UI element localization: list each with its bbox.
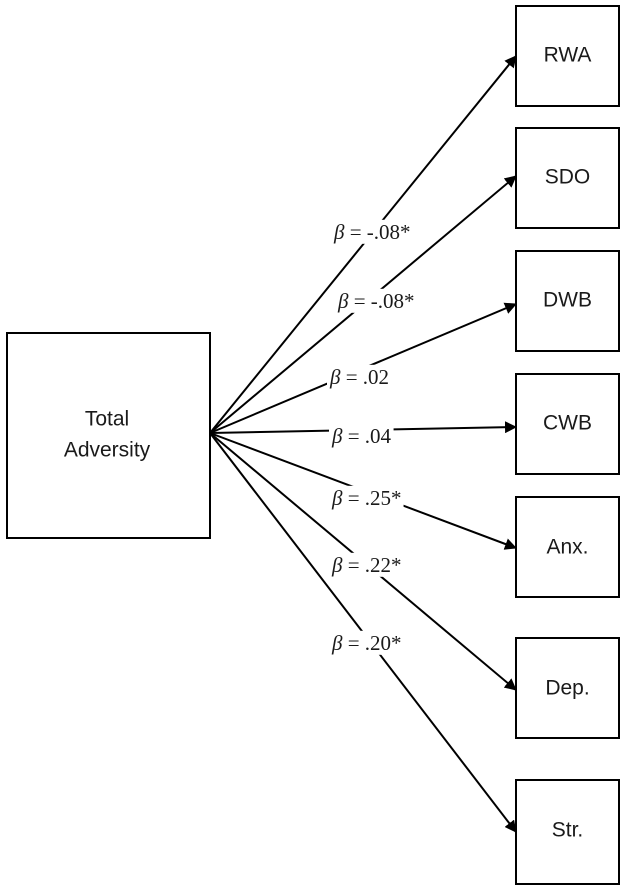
target-label-rwa: RWA: [544, 44, 592, 67]
target-node-box: [515, 496, 620, 598]
target-node-sdo: SDO: [515, 127, 620, 229]
target-node-box: [515, 250, 620, 352]
edge-coefficient-text: β = -.08*: [333, 220, 411, 244]
edge-label-background: [329, 423, 394, 448]
beta-symbol: β: [331, 631, 343, 655]
coefficient-value: = .04: [342, 424, 391, 448]
beta-symbol: β: [331, 486, 343, 510]
target-node-cwb: CWB: [515, 373, 620, 475]
target-node-box: [515, 779, 620, 885]
coefficient-value: = -.08*: [348, 289, 414, 313]
source-label-line-1: Total: [85, 408, 129, 431]
edge-labels-layer: β = -.08*β = -.08*β = .02β = .04β = .25*…: [327, 219, 417, 655]
edge-label-sdo: β = -.08*: [335, 288, 417, 313]
edge-label-anx: β = .25*: [329, 485, 404, 510]
target-label-dep: Dep.: [545, 677, 589, 700]
edge-label-rwa: β = -.08*: [331, 219, 413, 244]
target-node-box: [515, 637, 620, 739]
edge-coefficient-text: β = .04: [331, 424, 392, 448]
edge-coefficient-text: β = .02: [329, 365, 389, 389]
beta-symbol: β: [329, 365, 341, 389]
beta-symbol: β: [337, 289, 349, 313]
target-label-sdo: SDO: [545, 166, 591, 189]
edge-label-background: [329, 485, 404, 510]
target-label-anx: Anx.: [546, 536, 588, 559]
coefficient-value: = .02: [340, 365, 389, 389]
source-label-line-2: Adversity: [64, 439, 151, 462]
beta-symbol: β: [333, 220, 345, 244]
edge-label-dwb: β = .02: [327, 364, 392, 389]
target-node-dwb: DWB: [515, 250, 620, 352]
edge-coefficient-text: β = .25*: [331, 486, 402, 510]
edge-label-background: [329, 630, 404, 655]
edge-label-background: [335, 288, 417, 313]
target-node-anx: Anx.: [515, 496, 620, 598]
edge-arrow-rwa: [209, 55, 517, 434]
target-node-box: [515, 5, 620, 107]
target-label-str: Str.: [552, 819, 584, 842]
target-node-box: [515, 127, 620, 229]
edge-label-background: [329, 552, 404, 577]
edge-label-background: [327, 364, 392, 389]
beta-symbol: β: [331, 553, 343, 577]
edge-label-dep: β = .22*: [329, 552, 404, 577]
target-node-box: [515, 373, 620, 475]
target-label-cwb: CWB: [543, 412, 592, 435]
target-label-dwb: DWB: [543, 289, 592, 312]
coefficient-value: = -.08*: [344, 220, 410, 244]
coefficient-value: = .22*: [342, 553, 401, 577]
edge-label-str: β = .20*: [329, 630, 404, 655]
source-node-total-adversity: Total Adversity: [6, 332, 211, 539]
edge-coefficient-text: β = -.08*: [337, 289, 415, 313]
edge-coefficient-text: β = .20*: [331, 631, 402, 655]
target-node-rwa: RWA: [515, 5, 620, 107]
target-node-dep: Dep.: [515, 637, 620, 739]
edge-label-cwb: β = .04: [329, 423, 394, 448]
edge-coefficient-text: β = .22*: [331, 553, 402, 577]
source-node-box: [6, 332, 211, 539]
beta-symbol: β: [331, 424, 343, 448]
edge-label-background: [331, 219, 413, 244]
target-node-str: Str.: [515, 779, 620, 885]
coefficient-value: = .20*: [342, 631, 401, 655]
coefficient-value: = .25*: [342, 486, 401, 510]
